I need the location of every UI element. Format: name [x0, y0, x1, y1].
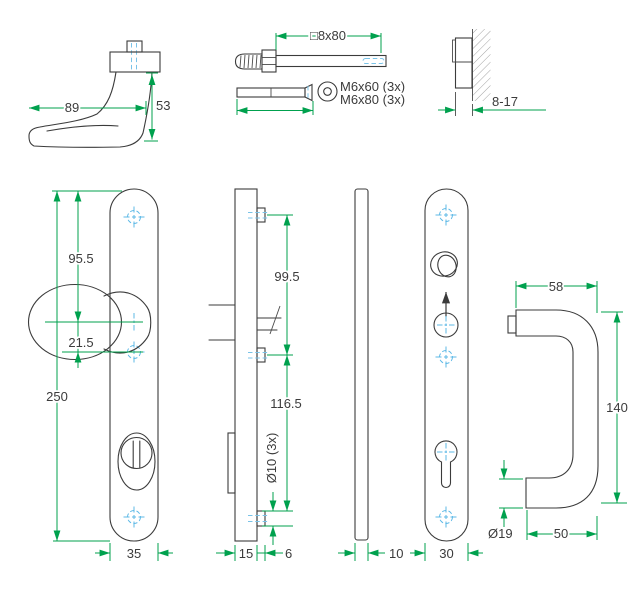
view-pull-handle: 58 140 Ø19 50: [486, 277, 629, 543]
plate-profile-body: [234, 188, 258, 542]
dim-label-10: 10: [389, 546, 403, 561]
inner-plate: [424, 188, 469, 542]
lever-grip-inner-line: [46, 124, 119, 132]
center-mark-icon: [435, 204, 457, 226]
center-mark-icon: [123, 206, 145, 228]
view-outer-plate-front: 250 95.5 21.5 35: [27, 188, 173, 563]
dim-label-116-5: 116.5: [270, 396, 302, 411]
dim-label-6: 6: [285, 546, 292, 561]
dim-label-58: 58: [549, 279, 563, 294]
center-mark-icon: [435, 506, 457, 528]
view-inner-plate-front: 30: [410, 188, 483, 563]
center-mark-icon: [123, 506, 145, 528]
label-screw-m6x60: M6x60 (3x): [340, 79, 405, 94]
dim-label-140: 140: [606, 400, 628, 415]
dim-label-spindle: □8x80: [310, 28, 346, 43]
dim-label-89: 89: [65, 100, 79, 115]
dim-label-50: 50: [554, 526, 568, 541]
fixing-block-lip: [452, 39, 456, 63]
label-screw-m6x80: M6x80 (3x): [340, 92, 405, 107]
view-lever-side: 89 53: [28, 40, 172, 148]
center-mark-icon: [435, 346, 457, 368]
dim-label-99-5: 99.5: [274, 269, 299, 284]
dim-label-30: 30: [439, 546, 453, 561]
pull-handle-outline: [515, 309, 599, 509]
wall-hatch: [472, 29, 491, 101]
view-door-section: 8-17: [438, 29, 546, 116]
dim-label-95-5: 95.5: [68, 251, 93, 266]
view-cover-profile: 10: [338, 188, 405, 563]
handle-hole: [433, 312, 459, 338]
spindle-thread-lines: [239, 54, 262, 69]
dim-label-peg-dia: Ø10 (3x): [264, 433, 279, 484]
dim-label-250: 250: [46, 389, 68, 404]
square-spindle-shaft: [275, 54, 387, 68]
fixing-peg-bottom: [256, 510, 266, 527]
cover-plate-profile: [354, 188, 369, 541]
cylinder-guard-oval: [117, 432, 156, 491]
screw-head-face: [317, 81, 338, 102]
view-plate-profile: 99.5 116.5 Ø10 (3x) 15 6: [208, 188, 304, 563]
cylinder-back-protrusion: [227, 432, 236, 494]
center-cross-icon: [436, 315, 456, 335]
spindle-collar: [261, 49, 277, 73]
center-cross-icon: [436, 442, 456, 462]
pull-handle-stub: [507, 315, 517, 334]
view-fasteners: □8x80 M6x60 (3x) M6x80 (3x): [234, 26, 407, 115]
fixing-peg-top: [256, 207, 266, 223]
outer-plate: [109, 188, 159, 542]
spindle-collar-ring: [430, 251, 458, 277]
screw-countersunk-head: [304, 83, 313, 102]
cylinder-core: [120, 436, 153, 470]
fixing-block: [454, 37, 473, 89]
euro-cylinder-cutout: [434, 440, 458, 489]
spindle-stub: [126, 40, 143, 53]
dim-label-21-5: 21.5: [68, 335, 93, 350]
dim-label-15: 15: [239, 546, 253, 561]
dim-label-tube-dia: Ø19: [488, 526, 513, 541]
dim-label-8-17: 8-17: [492, 94, 518, 109]
spindle-threaded-tip: [234, 53, 263, 70]
lever-handle-outline: [28, 71, 153, 148]
dim-label-53: 53: [156, 98, 170, 113]
lever-neck-block: [109, 51, 161, 73]
fixing-peg-middle: [256, 347, 266, 363]
dim-label-35: 35: [127, 546, 141, 561]
